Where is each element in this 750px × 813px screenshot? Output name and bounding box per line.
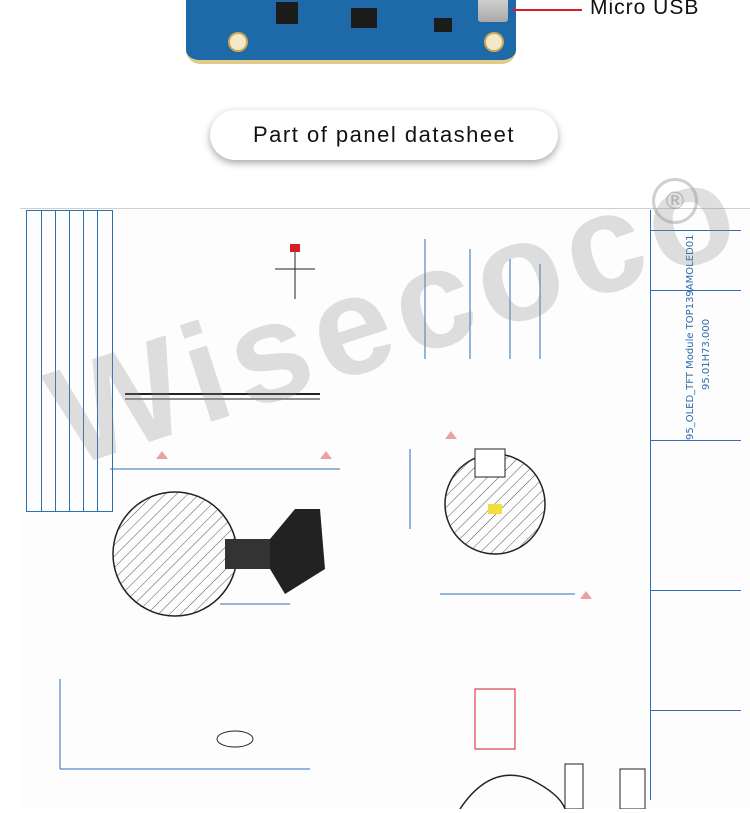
bottom-panel-arc — [459, 774, 566, 810]
micro-usb-label: Micro USB — [590, 0, 700, 19]
module-title: 95_OLED_TFT Module TOP139AMOLED01 — [685, 234, 696, 440]
table-column — [41, 211, 42, 511]
fpc-flex — [270, 509, 325, 594]
table-column — [55, 211, 56, 511]
chip — [434, 18, 452, 32]
fpc-part — [564, 763, 584, 810]
panel-outline — [112, 491, 238, 617]
title-block-row — [651, 440, 741, 441]
title-block-row — [651, 590, 741, 591]
fpc-part — [619, 768, 646, 810]
section-title-pill: Part of panel datasheet — [210, 110, 558, 160]
detail-b-marker — [290, 244, 300, 252]
chip — [276, 2, 298, 24]
revision-mark — [156, 451, 168, 459]
detail-a-callout — [216, 730, 254, 748]
title-block-row — [651, 290, 741, 291]
revision-mark — [320, 451, 332, 459]
registered-mark-icon: ® — [652, 178, 698, 224]
table-column — [83, 211, 84, 511]
title-block: 95_OLED_TFT Module TOP139AMOLED01 95.01H… — [650, 210, 741, 800]
section-title: Part of panel datasheet — [253, 122, 515, 147]
red-note-box — [474, 688, 516, 750]
title-block-row — [651, 710, 741, 711]
datasheet-drawing — [20, 208, 750, 810]
micro-usb-connector — [478, 0, 508, 22]
revision-mark — [445, 431, 457, 439]
fpc-tail — [225, 539, 270, 569]
revision-mark — [580, 591, 592, 599]
mounting-hole — [228, 32, 248, 52]
right-view-fpc — [474, 448, 506, 478]
pcb-board — [186, 0, 516, 64]
mounting-hole — [484, 32, 504, 52]
table-column — [97, 211, 98, 511]
title-block-row — [651, 230, 741, 231]
chip — [351, 8, 377, 28]
engineering-drawing — [59, 239, 646, 810]
part-number: 95.01H73.000 — [701, 318, 712, 390]
table-column — [69, 211, 70, 511]
yellow-component — [488, 504, 502, 514]
revision-table — [26, 210, 113, 512]
callout-line — [512, 9, 582, 11]
